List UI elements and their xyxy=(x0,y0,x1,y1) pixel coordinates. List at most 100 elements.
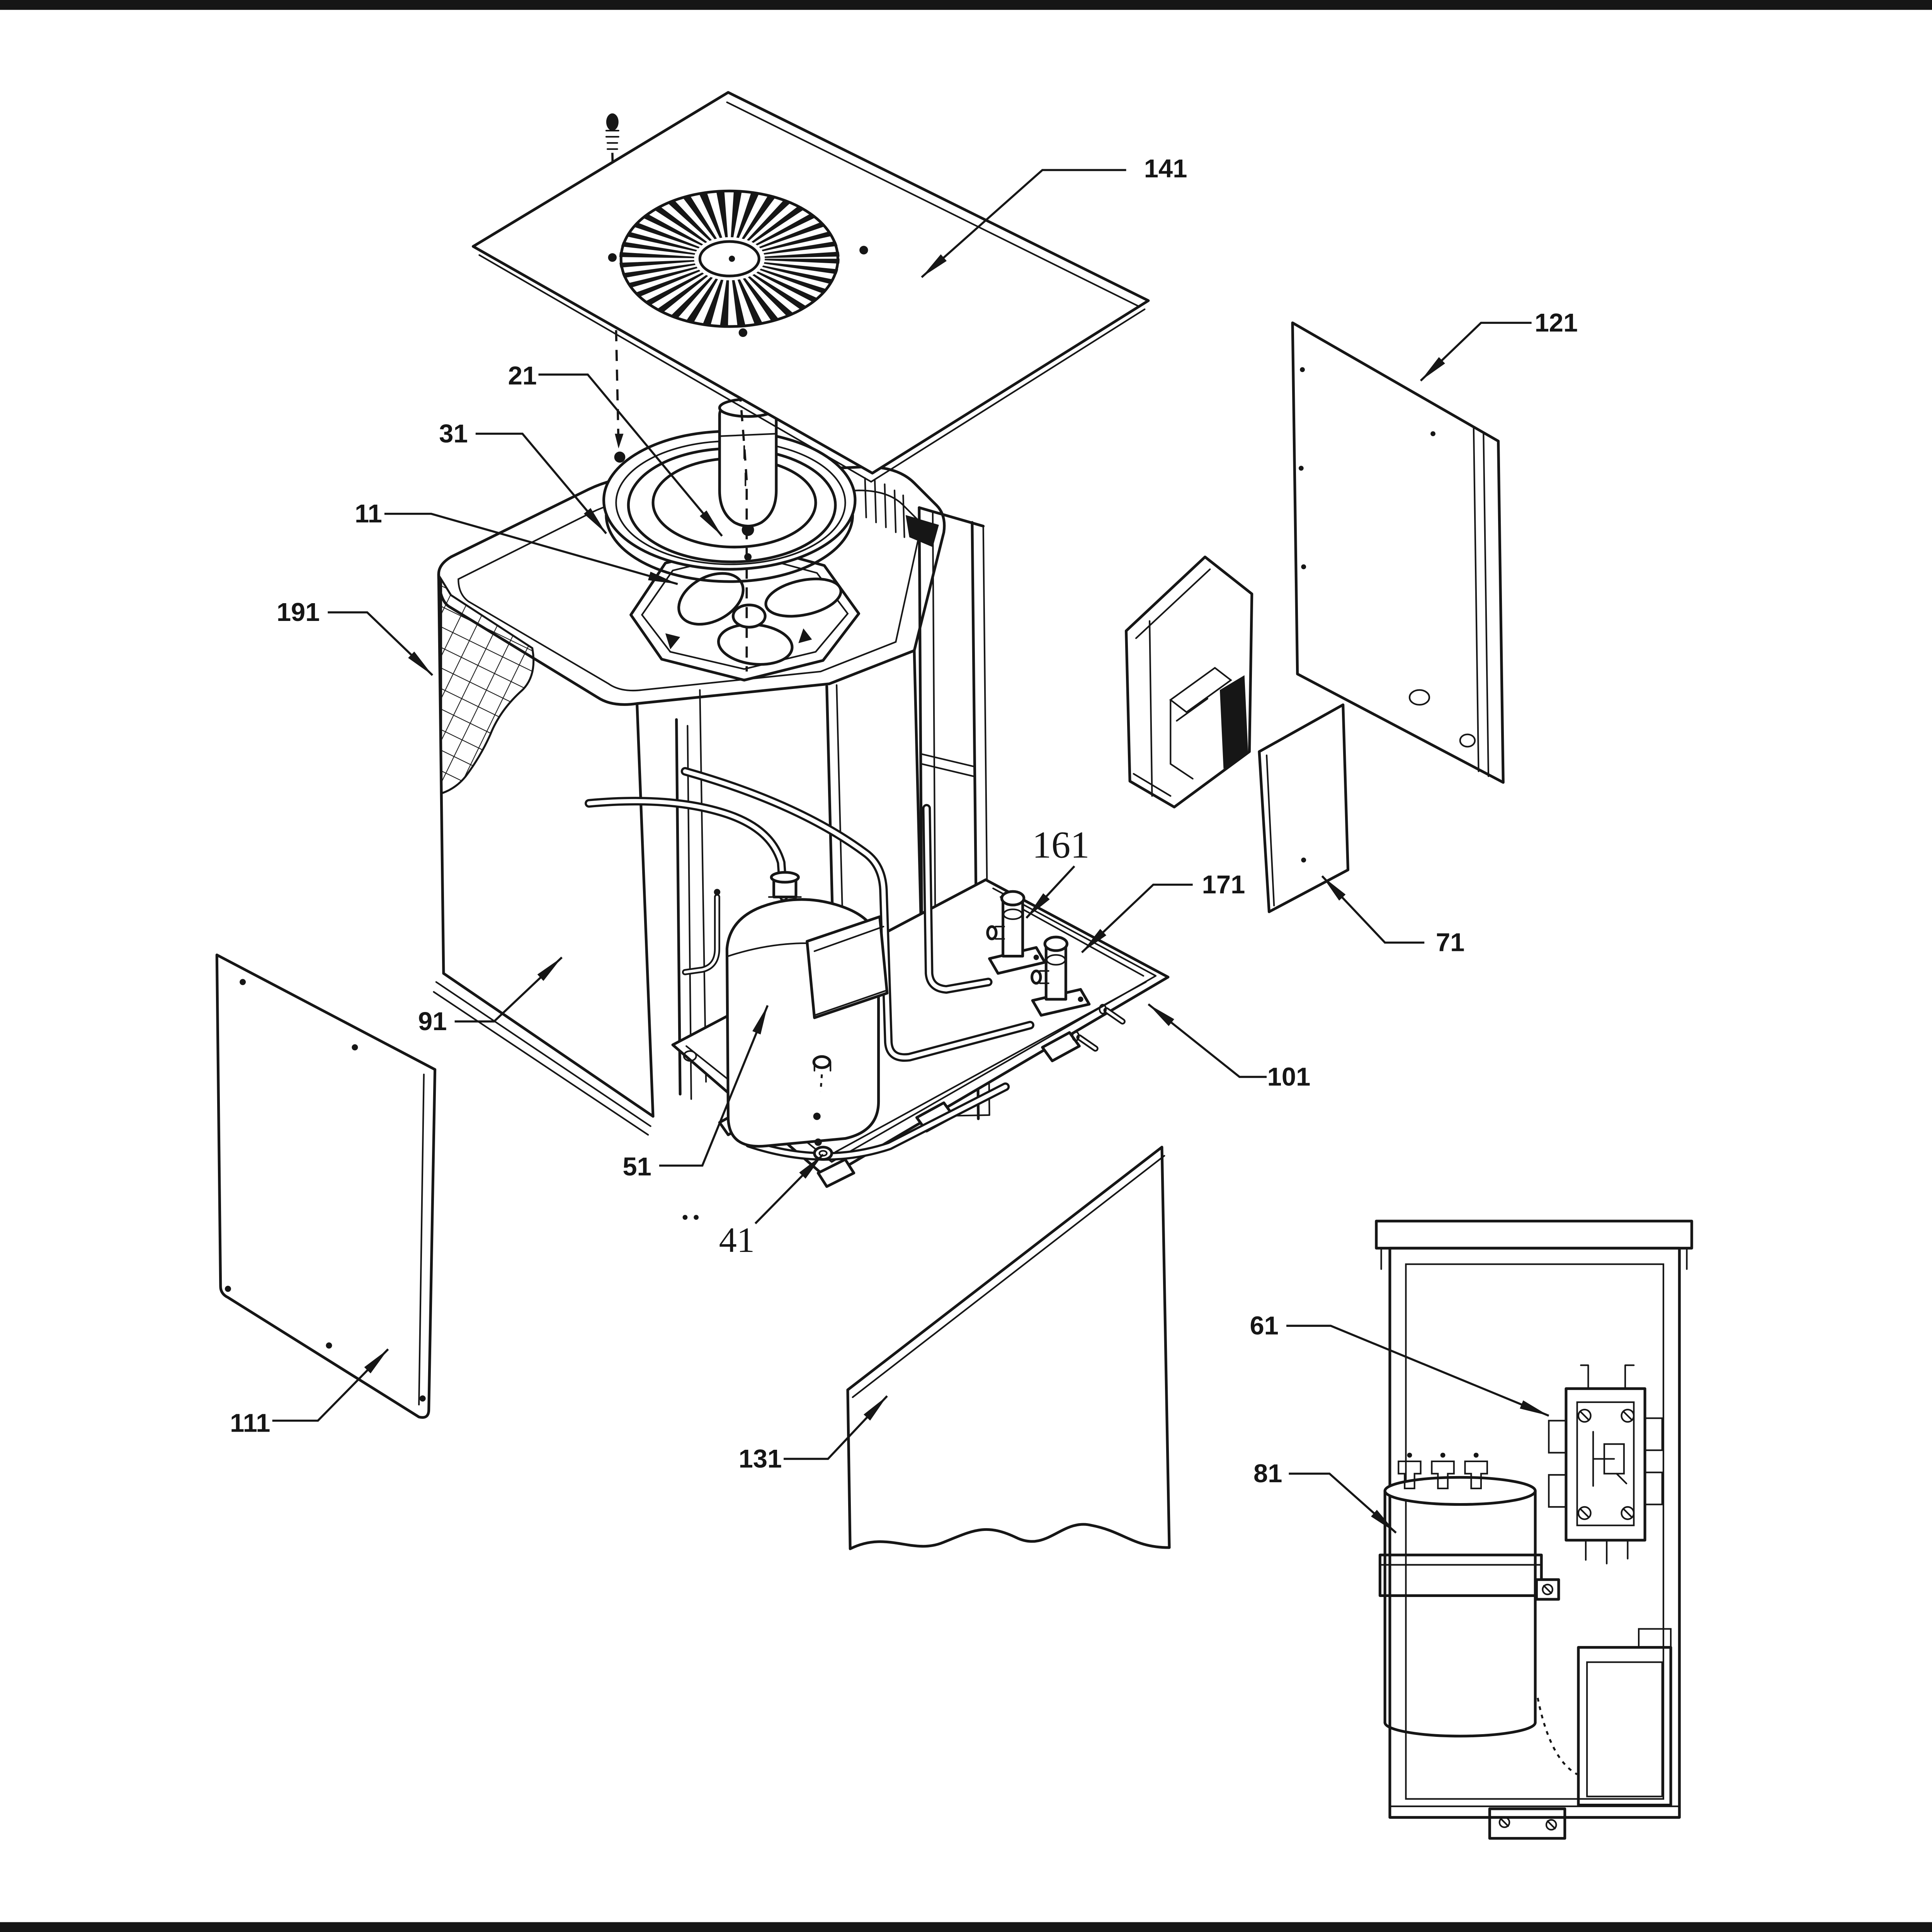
callout-141-leader xyxy=(921,169,1126,278)
panel-111-face xyxy=(215,953,437,1419)
control-box xyxy=(1125,555,1253,809)
callout-31-label: 31 xyxy=(439,419,468,448)
panel-131-face xyxy=(846,1146,1171,1550)
access-cover-71 xyxy=(1258,703,1350,913)
contactor-61 xyxy=(1548,1364,1663,1565)
valve-port xyxy=(986,925,998,940)
callout-91-leader xyxy=(454,956,563,1023)
callout-101-leader xyxy=(1148,1003,1267,1078)
service-valve-171 xyxy=(1031,935,1091,1017)
callout-81-leader xyxy=(1289,1473,1397,1534)
screw-direction-arrow xyxy=(615,434,624,449)
callout-11-leader xyxy=(384,513,678,585)
side-panel-121 xyxy=(1291,321,1505,784)
compressor-mount-grommet-41 xyxy=(812,1055,833,1161)
fan-blade-right xyxy=(764,577,842,618)
ellipsis-dot xyxy=(694,1215,699,1220)
ring-lower-rim xyxy=(605,514,854,583)
ring-mount-bolt xyxy=(614,451,626,463)
callout-11-label: 11 xyxy=(355,499,382,528)
compressor-terminal-box xyxy=(806,915,889,1019)
callout-41-label: 41 xyxy=(719,1221,755,1260)
scan-edge-bottom xyxy=(0,1922,1932,1932)
pan-grommet-hole xyxy=(683,1050,697,1062)
louvered-coil-guard-191 xyxy=(440,575,535,795)
box-bottom-tab xyxy=(1488,1807,1566,1840)
callout-191-label: 191 xyxy=(277,598,320,627)
callout-31-leader xyxy=(475,432,607,534)
compressor-51 xyxy=(725,871,889,1148)
pan-line-stub xyxy=(1099,1004,1107,1015)
pan-line-stub xyxy=(1071,1031,1080,1042)
callout-171-leader xyxy=(1081,883,1193,953)
valve-port xyxy=(1031,969,1042,985)
scan-edge-top xyxy=(0,0,1932,10)
callout-51-leader xyxy=(659,1005,769,1167)
callout-41-leader xyxy=(754,1153,824,1225)
callout-71-label: 71 xyxy=(1436,928,1464,957)
callout-131-leader xyxy=(784,1395,888,1460)
ellipsis-dot xyxy=(682,1215,688,1220)
panel-screw-hole xyxy=(738,328,747,337)
callout-131-label: 131 xyxy=(739,1444,782,1473)
fan-blade-bottom xyxy=(717,623,794,666)
callout-61-leader xyxy=(1286,1325,1549,1417)
callout-51-label: 51 xyxy=(622,1152,651,1181)
callout-91-label: 91 xyxy=(418,1007,447,1036)
valve-cap xyxy=(1000,890,1026,906)
panel-71-face xyxy=(1258,703,1350,913)
callout-21-leader xyxy=(538,373,723,537)
box-body xyxy=(1388,1247,1681,1819)
callout-191-leader xyxy=(328,611,434,676)
cabinet-top-face xyxy=(437,465,946,706)
callout-141-label: 141 xyxy=(1144,154,1187,183)
callout-71-leader xyxy=(1321,875,1425,944)
callout-161-label: 161 xyxy=(1032,824,1089,866)
callout-81-label: 81 xyxy=(1253,1459,1282,1488)
callout-101-label: 101 xyxy=(1267,1062,1311,1091)
box-inner-panel xyxy=(1405,1263,1664,1800)
pan-foot xyxy=(816,1158,855,1188)
capacitor-terminals xyxy=(1398,1452,1488,1490)
mount-bolt-head xyxy=(812,1055,832,1069)
side-panel-111 xyxy=(215,953,437,1419)
fan-motor-21 xyxy=(718,398,778,527)
process-tube-cap xyxy=(714,889,721,895)
panel-hole xyxy=(1408,689,1430,706)
control-box-shell xyxy=(1125,555,1253,809)
fan-grille-slots xyxy=(619,191,840,326)
contactor-body xyxy=(1565,1387,1646,1542)
mounting-screw xyxy=(606,113,619,131)
panel-screw-hole xyxy=(608,253,617,262)
control-box-shadow xyxy=(1219,675,1248,769)
callout-111-label: 111 xyxy=(230,1408,270,1437)
box-top-flange xyxy=(1375,1219,1693,1250)
motor-body xyxy=(718,400,778,527)
capacitor-wire xyxy=(1537,1697,1578,1776)
panel-121-face xyxy=(1291,321,1505,784)
callout-121-leader xyxy=(1420,321,1532,382)
fan-blade-11 xyxy=(665,572,842,666)
cabinet-corner-bracket xyxy=(905,515,939,547)
callout-161-leader xyxy=(1026,865,1075,919)
callout-leaders xyxy=(272,169,1549,1534)
callout-111-leader xyxy=(272,1348,389,1422)
callout-labels: 141 121 21 31 11 191 161 171 71 91 101 5… xyxy=(230,154,1578,1488)
front-panel-131 xyxy=(846,1146,1171,1550)
electrical-box xyxy=(1375,1219,1693,1840)
capacitor-81 xyxy=(1378,1452,1578,1776)
panel-screw-hole xyxy=(859,246,868,255)
capacitor-band xyxy=(1378,1553,1543,1597)
valve-cap xyxy=(1043,935,1068,952)
junction-sub-box xyxy=(1577,1628,1672,1807)
mount-grommet xyxy=(813,1146,833,1161)
capacitor-top xyxy=(1383,1476,1537,1506)
callout-21-label: 21 xyxy=(508,361,537,390)
assembly-direction-arrow xyxy=(665,633,680,650)
assembly-direction-arrow xyxy=(798,628,812,643)
pan-foot xyxy=(1041,1031,1081,1063)
callout-121-label: 121 xyxy=(1535,308,1578,337)
callout-61-label: 61 xyxy=(1250,1311,1278,1340)
panel-hole xyxy=(1459,733,1476,748)
